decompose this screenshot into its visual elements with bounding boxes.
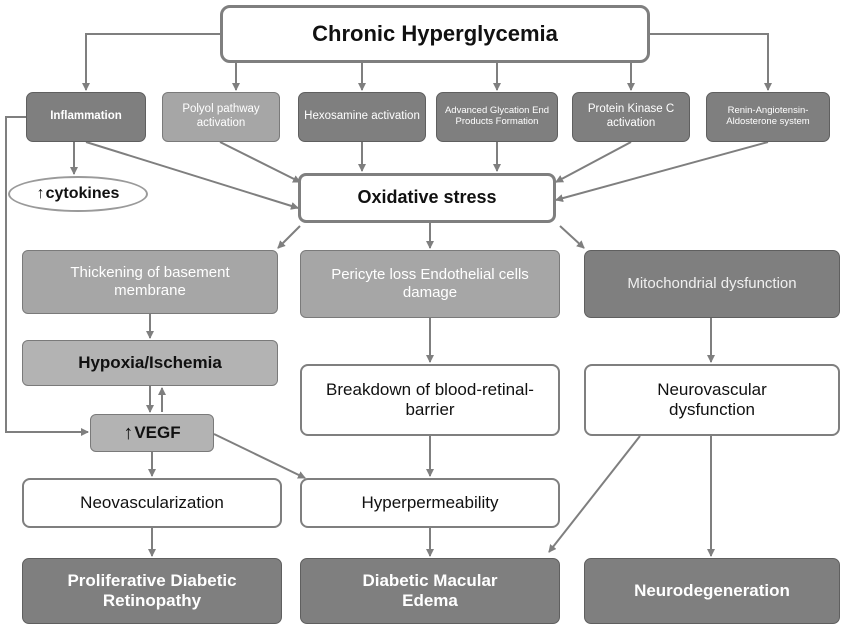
- node-label: Neurovascular dysfunction: [657, 379, 767, 419]
- node-label: Pericyte loss Endothelial cells damage: [331, 266, 529, 301]
- node-neovascularization: Neovascularization: [22, 478, 282, 528]
- node-vegf: ↑VEGF: [90, 414, 214, 452]
- node-brb-breakdown: Breakdown of blood-retinal-barrier: [300, 364, 560, 436]
- node-label: Polyol pathway activation: [182, 103, 260, 129]
- node-oxidative-stress: Oxidative stress: [298, 173, 556, 223]
- node-hexosamine: Hexosamine activation: [298, 92, 426, 142]
- node-label: Hypoxia/Ischemia: [78, 352, 222, 372]
- node-label: Diabetic Macular Edema: [362, 570, 498, 610]
- arrow-root-to-inflammation: [82, 33, 220, 91]
- node-age-formation: Advanced Glycation End Products Formatio…: [436, 92, 558, 142]
- node-mitochondrial-dysfunction: Mitochondrial dysfunction: [584, 250, 840, 318]
- node-label: Protein Kinase C activation: [587, 103, 675, 129]
- node-inflammation: Inflammation: [26, 92, 146, 142]
- node-label: Neurodegeneration: [634, 580, 790, 600]
- node-label: Renin-Angiotensin-Aldosterone system: [726, 105, 810, 127]
- arrow-inflammation-to-oxidative: [85, 141, 299, 210]
- arrow-vegf-to-hyperperm: [213, 433, 306, 479]
- node-hypoxia-ischemia: Hypoxia/Ischemia: [22, 340, 278, 386]
- node-label: Inflammation: [50, 110, 122, 123]
- node-label: Breakdown of blood-retinal-barrier: [326, 379, 534, 419]
- node-label: Chronic Hyperglycemia: [312, 20, 558, 46]
- node-label: Thickening of basement membrane: [70, 264, 230, 299]
- node-hyperpermeability: Hyperpermeability: [300, 478, 560, 528]
- node-cytokines: ↑cytokines: [8, 176, 148, 212]
- node-label: Hexosamine activation: [304, 110, 420, 123]
- arrow-pkc-to-oxidative: [555, 141, 632, 183]
- node-label: Hyperpermeability: [361, 492, 499, 512]
- arrow-oxidative-to-mito: [559, 225, 585, 249]
- arrow-polyol-to-oxidative: [219, 141, 301, 183]
- up-arrow-icon: ↑: [123, 422, 134, 444]
- arrow-inflammation-to-vegf: [5, 116, 89, 436]
- node-label: Proliferative Diabetic Retinopathy: [67, 570, 237, 610]
- node-polyol-pathway: Polyol pathway activation: [162, 92, 280, 142]
- arrow-neurovasc-to-dme: [548, 435, 641, 553]
- node-label: cytokines: [45, 185, 120, 203]
- arrow-oxidative-to-thickening: [277, 225, 301, 249]
- node-label: Neovascularization: [80, 492, 224, 512]
- node-neurovascular-dysfunction: Neurovascular dysfunction: [584, 364, 840, 436]
- node-chronic-hyperglycemia: Chronic Hyperglycemia: [220, 5, 650, 63]
- node-label: VEGF: [134, 422, 181, 442]
- arrow-raas-to-oxidative: [555, 141, 769, 203]
- node-label: Advanced Glycation End Products Formatio…: [444, 105, 550, 127]
- node-proliferative-diabetic-retinopathy: Proliferative Diabetic Retinopathy: [22, 558, 282, 624]
- node-diabetic-macular-edema: Diabetic Macular Edema: [300, 558, 560, 624]
- node-label: Oxidative stress: [357, 187, 497, 208]
- arrow-root-to-raas: [650, 33, 772, 91]
- node-neurodegeneration: Neurodegeneration: [584, 558, 840, 624]
- node-protein-kinase-c: Protein Kinase C activation: [572, 92, 690, 142]
- node-pericyte-loss: Pericyte loss Endothelial cells damage: [300, 250, 560, 318]
- node-raas: Renin-Angiotensin-Aldosterone system: [706, 92, 830, 142]
- node-label: Mitochondrial dysfunction: [627, 275, 797, 292]
- node-thickening-basement-membrane: Thickening of basement membrane: [22, 250, 278, 314]
- up-arrow-icon: ↑: [36, 185, 45, 203]
